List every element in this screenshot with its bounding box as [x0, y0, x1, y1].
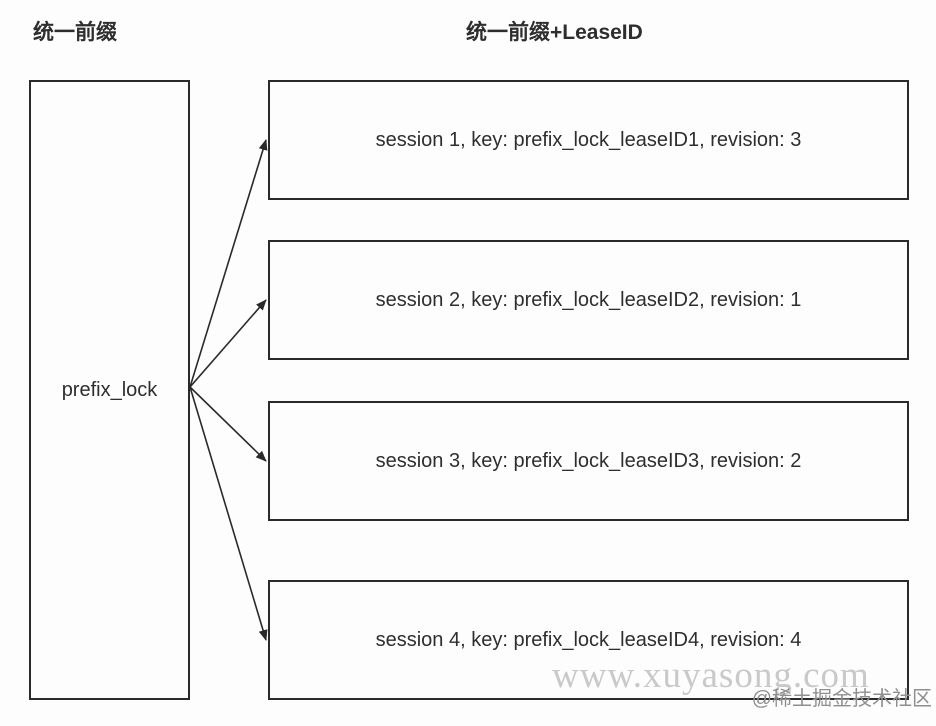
session-box: session 2, key: prefix_lock_leaseID2, re… [268, 240, 909, 360]
column-label-unified-prefix: 统一前缀 [33, 21, 117, 44]
session-box-label: session 2, key: prefix_lock_leaseID2, re… [375, 288, 802, 311]
column-label-unified-prefix-leaseid: 统一前缀+LeaseID [466, 21, 643, 44]
session-box: session 1, key: prefix_lock_leaseID1, re… [268, 80, 909, 200]
session-box-label: session 3, key: prefix_lock_leaseID3, re… [375, 449, 802, 472]
session-box-label: session 4, key: prefix_lock_leaseID4, re… [375, 628, 802, 651]
watermark-community: @稀土掘金技术社区 [751, 688, 932, 710]
prefix-box: prefix_lock [29, 80, 190, 700]
session-box: session 3, key: prefix_lock_leaseID3, re… [268, 401, 909, 521]
session-box-label: session 1, key: prefix_lock_leaseID1, re… [375, 128, 802, 151]
watermark-site: www.xuyasong.com [552, 655, 870, 696]
session-box: session 4, key: prefix_lock_leaseID4, re… [268, 580, 909, 700]
prefix-box-label: prefix_lock [61, 378, 158, 401]
